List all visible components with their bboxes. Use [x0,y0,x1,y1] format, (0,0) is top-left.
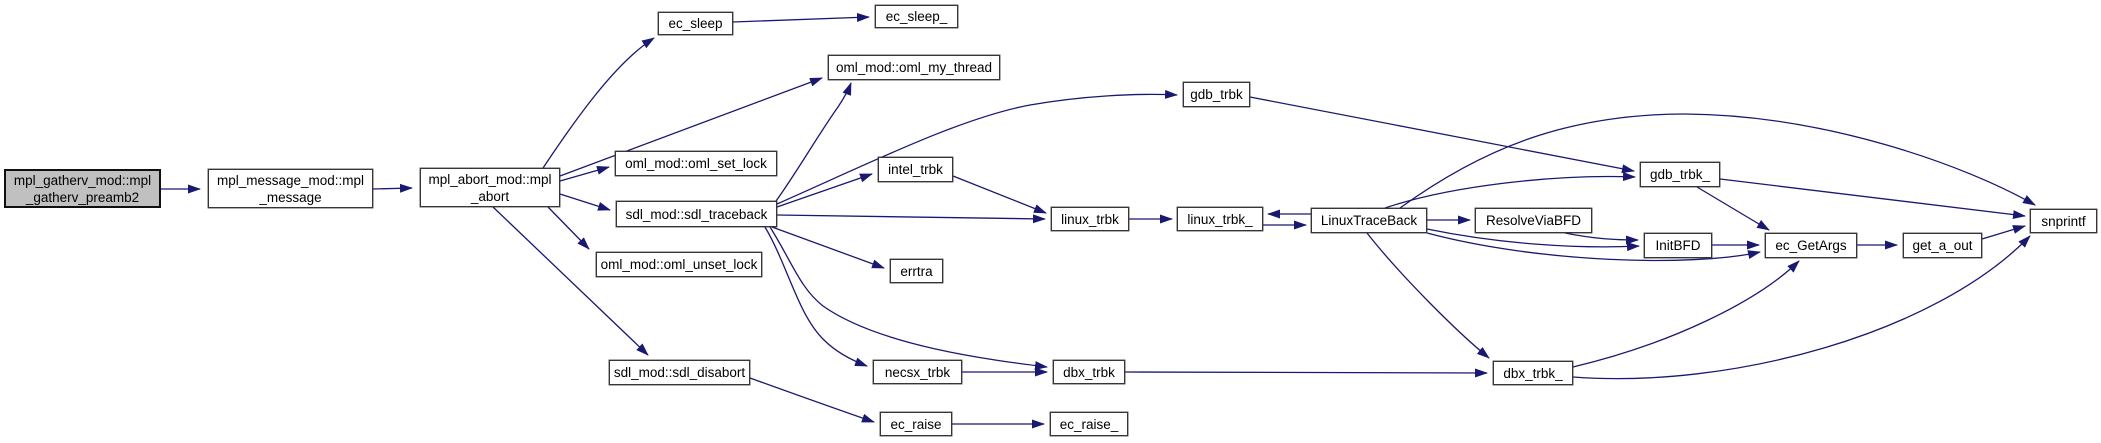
node-ec-raise[interactable]: ec_raise [880,412,952,436]
node-gdb-trbk[interactable]: gdb_trbk [1183,82,1250,107]
edge-linuxtraceback-to-ec-getargs [1426,232,1761,262]
edge-linuxtraceback-to-initbfd [1426,228,1640,252]
node-label-line: _gatherv_preamb2 [25,189,140,205]
node-linux-trbk[interactable]: linux_trbk [1051,207,1129,231]
node-ec-getargs[interactable]: ec_GetArgs [1765,233,1857,258]
node-snprintf[interactable]: snprintf [2030,209,2097,233]
edge-sdl-disabort-to-ec-raise [749,377,875,423]
node-label: errtra [900,263,933,279]
node-label-line: _abort [470,188,510,204]
edge-sdl-traceback-to-gdb-trbk [776,89,1178,205]
node-mpl-gatherv-preamb2[interactable]: mpl_gatherv_mod::mpl _gatherv_preamb2 [4,169,161,208]
edge-dbx-trbk-u-to-ec-getargs [1572,260,1800,368]
node-label-line: mpl_abort_mod::mpl [428,171,552,187]
edge-mpl-abort-to-sdl-disabort [492,206,649,356]
node-oml-unset-lock[interactable]: oml_mod::oml_unset_lock [596,252,762,277]
node-linuxtraceback[interactable]: LinuxTraceBack [1311,208,1427,233]
node-label: intel_trbk [888,162,943,177]
edge-gdb-trbk-to-gdb-trbk-u [1249,96,1635,174]
node-label: get_a_out [1912,238,1973,253]
node-ec-sleep-underscore[interactable]: ec_sleep_ [875,5,958,28]
node-mpl-abort[interactable]: mpl_abort_mod::mpl _abort [420,168,560,207]
node-ec-sleep[interactable]: ec_sleep [658,12,733,35]
edge-linuxtraceback-to-dbx-trbk-u [1366,232,1490,359]
edge-sdl-traceback-to-intel-trbk [776,173,873,208]
node-oml-set-lock[interactable]: oml_mod::oml_set_lock [615,151,777,176]
node-label: dbx_trbk_ [1503,365,1563,381]
edge-sdl-traceback-to-dbx-trbk [769,226,1048,371]
node-label: ResolveViaBFD [1485,213,1582,228]
node-dbx-trbk-underscore[interactable]: dbx_trbk_ [1493,361,1573,385]
node-label: sdl_mod::sdl_disabort [613,365,746,380]
node-label: ec_sleep [668,16,723,31]
node-label-line: mpl_message_mod::mpl [216,172,365,188]
edge-mpl-message-to-mpl-abort [372,183,413,193]
node-label: InitBFD [1655,238,1701,253]
edge-sdl-traceback-to-oml-my-thread [775,82,852,202]
node-label: ec_raise_ [1059,416,1119,432]
node-mpl-message[interactable]: mpl_message_mod::mpl _message [208,169,373,208]
node-label-line: _message [259,189,322,205]
edge-gdb-trbk-u-to-ec-getargs [1696,186,1770,231]
node-gdb-trbk-underscore[interactable]: gdb_trbk_ [1640,162,1720,187]
node-label: ec_raise [890,416,942,432]
node-initbfd[interactable]: InitBFD [1644,233,1712,258]
node-sdl-traceback[interactable]: sdl_mod::sdl_traceback [616,201,777,227]
node-label: linux_trbk_ [1187,211,1253,227]
node-label: dbx_trbk [1063,364,1115,380]
node-label: snprintf [2041,213,2086,229]
node-label: linux_trbk [1061,211,1119,227]
edge-mpl-abort-to-oml-set-lock [559,165,610,182]
node-dbx-trbk[interactable]: dbx_trbk [1053,360,1125,384]
edge-mpl-abort-to-oml-my-thread [559,77,823,177]
edge-ec-sleep-to-ec-sleep-u [732,12,870,23]
node-label: LinuxTraceBack [1320,213,1418,228]
edge-sdl-traceback-to-necsx-trbk [764,226,868,367]
edge-gdb-trbk-u-to-snprintf [1719,178,2026,220]
node-linux-trbk-underscore[interactable]: linux_trbk_ [1177,207,1263,231]
node-label: oml_mod::oml_my_thread [835,60,993,75]
node-label: ec_GetArgs [1775,238,1847,253]
node-label: ec_sleep_ [885,9,948,24]
edge-resolveviabfd-to-initbfd [1564,232,1639,245]
node-label: necsx_trbk [884,364,951,380]
node-oml-my-thread[interactable]: oml_mod::oml_my_thread [828,55,1000,80]
node-label: sdl_mod::sdl_traceback [625,206,768,222]
node-label: gdb_trbk_ [1649,167,1711,182]
node-sdl-disabort[interactable]: sdl_mod::sdl_disabort [609,360,750,385]
edge-sdl-traceback-to-errtra [771,226,885,269]
node-label-line: mpl_gatherv_mod::mpl [13,172,152,188]
node-intel-trbk[interactable]: intel_trbk [878,157,953,182]
node-label: gdb_trbk [1190,87,1243,102]
node-label: oml_mod::oml_set_lock [625,156,767,171]
node-necsx-trbk[interactable]: necsx_trbk [873,360,962,384]
edge-sdl-traceback-to-linux-trbk [776,214,1046,224]
edge-get-a-out-to-snprintf [1981,225,2026,240]
node-label: oml_mod::oml_unset_lock [600,257,758,272]
edge-dbx-trbk-to-dbx-trbk-u [1124,368,1488,378]
node-get-a-out[interactable]: get_a_out [1903,233,1982,258]
node-errtra[interactable]: errtra [890,259,943,283]
node-resolveviabfd[interactable]: ResolveViaBFD [1475,208,1592,233]
edge-mpl-abort-to-oml-unset-lock [547,206,590,250]
edge-intel-trbk-to-linux-trbk [952,175,1047,214]
node-ec-raise-underscore[interactable]: ec_raise_ [1050,412,1128,436]
edge-linuxtraceback-to-snprintf [1399,113,2036,209]
edge-mpl-abort-to-ec-sleep [542,37,655,169]
edge-dbx-trbk-u-to-snprintf [1572,235,2031,380]
edge-mpl-abort-to-sdl-traceback [559,193,611,211]
